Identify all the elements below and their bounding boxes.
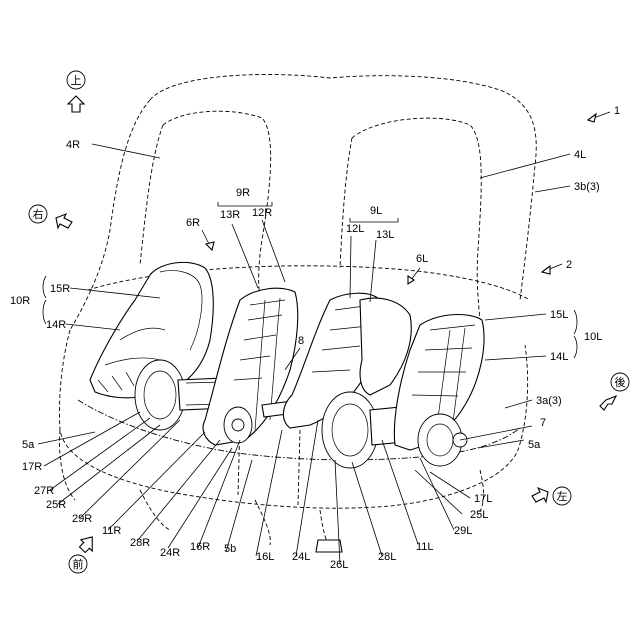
right-arrow-icon xyxy=(56,214,72,228)
up-arrow-icon xyxy=(68,96,84,112)
ref-2-arrowhead xyxy=(542,266,550,274)
ref-29L: 29L xyxy=(454,525,472,537)
ref-16L: 16L xyxy=(256,551,274,563)
ref-5a-left: 5a xyxy=(22,439,35,451)
ref-2: 2 xyxy=(566,259,572,271)
ref-17R: 17R xyxy=(22,461,42,473)
ref-8: 8 xyxy=(298,335,304,347)
ref-10R: 10R xyxy=(10,295,30,307)
ref-6R-arrowhead xyxy=(206,242,214,250)
ref-29R: 29R xyxy=(72,513,92,525)
ref-24R: 24R xyxy=(160,547,180,559)
ref-1: 1 xyxy=(614,105,620,117)
ref-7: 7 xyxy=(540,417,546,429)
ref-3b: 3b(3) xyxy=(574,181,600,193)
ref-10L: 10L xyxy=(584,331,602,343)
ref-26L: 26L xyxy=(330,559,348,571)
ref-27R: 27R xyxy=(34,485,54,497)
rear-direction-label: 後 xyxy=(615,375,626,389)
ref-24L: 24L xyxy=(292,551,310,563)
ref-15R: 15R xyxy=(50,283,70,295)
left-direction-label: 左 xyxy=(557,490,568,503)
left-arrow-icon xyxy=(532,488,548,502)
front-direction-label: 前 xyxy=(73,557,84,571)
ref-9L: 9L xyxy=(370,205,382,217)
ref-4R: 4R xyxy=(66,139,80,151)
rear-arrow-icon xyxy=(600,396,616,410)
ref-17L: 17L xyxy=(474,493,492,505)
ref-14R: 14R xyxy=(46,319,66,331)
ref-11L: 11L xyxy=(416,541,434,553)
ref-25R: 25R xyxy=(46,499,66,511)
ref-12L: 12L xyxy=(346,223,364,235)
ref-28L: 28L xyxy=(378,551,396,563)
ref-5a-right: 5a xyxy=(528,439,541,451)
ref-3a: 3a(3) xyxy=(536,395,562,407)
ref-6L: 6L xyxy=(416,253,428,265)
ref-13R: 13R xyxy=(220,209,240,221)
ref-4L: 4L xyxy=(574,149,586,161)
ref-1-arrowhead xyxy=(588,114,596,122)
ref-6R: 6R xyxy=(186,217,200,229)
up-direction-label: 上 xyxy=(71,74,82,87)
ref-16R: 16R xyxy=(190,541,210,553)
right-direction-label: 右 xyxy=(33,207,44,221)
ref-28R: 28R xyxy=(130,537,150,549)
ref-13L: 13L xyxy=(376,229,394,241)
ref-14L: 14L xyxy=(550,351,568,363)
ref-5b: 5b xyxy=(224,543,236,555)
massage-unit-left xyxy=(283,293,484,468)
ref-25L: 25L xyxy=(470,509,488,521)
ref-12R: 12R xyxy=(252,207,272,219)
ref-15L: 15L xyxy=(550,309,568,321)
ref-11R: 11R xyxy=(102,525,121,537)
massage-unit-right xyxy=(90,262,302,445)
front-arrow-icon xyxy=(77,533,100,556)
ref-9R: 9R xyxy=(236,187,250,199)
